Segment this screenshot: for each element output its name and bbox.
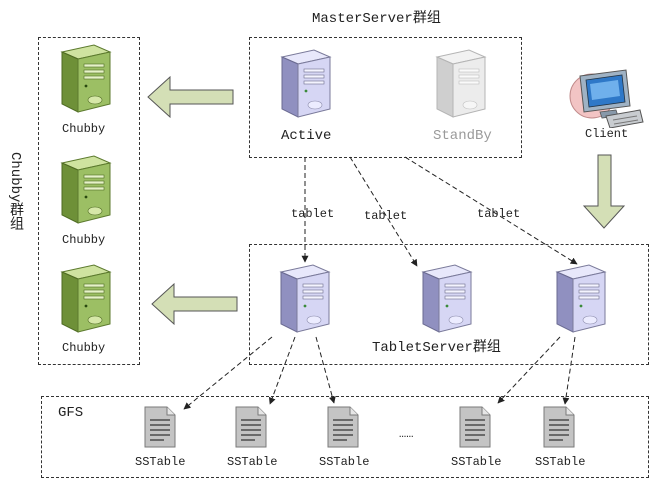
gfs-ellipsis: …… [399,427,414,441]
document-icon [142,405,178,449]
tablet-server-icon-3 [553,262,609,334]
tablet-server-icon-2 [419,262,475,334]
client-label: Client [585,127,629,141]
document-icon [541,405,577,449]
link-ts3-to-file-4 [497,336,561,404]
sstable-label-1: SSTable [135,455,186,469]
client-computer-icon [569,69,644,128]
master-group-box [249,37,522,158]
chubby-group-title: Chubby群组 [7,152,23,231]
chubby-server-icon [58,42,114,114]
chubby-node-label-2: Chubby [62,233,106,247]
standby-label: StandBy [433,128,492,144]
active-label: Active [281,128,332,144]
chubby-server-icon [58,262,114,334]
tablet-server-icon-1 [277,262,333,334]
document-icon [233,405,269,449]
chubby-server-icon [58,153,114,225]
chubby-node-label-1: Chubby [62,122,106,136]
block-arrow-down [582,154,626,229]
link-ts1-to-file-1 [183,336,273,410]
link-label-tablet-1: tablet [291,207,335,221]
master-group-title: MasterServer群组 [312,11,441,27]
document-icon [457,405,493,449]
gfs-box [41,396,649,478]
sstable-label-4: SSTable [451,455,502,469]
link-label-tablet-3: tablet [477,207,521,221]
document-icon [325,405,361,449]
sstable-label-5: SSTable [535,455,586,469]
link-ts3-to-file-5 [562,336,576,405]
standby-server-icon [433,47,489,119]
link-ts1-to-file-2 [268,336,296,405]
tablet-group-title: TabletServer群组 [372,340,501,356]
active-server-icon [278,47,334,119]
block-arrow-top [147,75,234,119]
tablet-group-box [249,244,649,365]
sstable-label-3: SSTable [319,455,370,469]
chubby-node-label-3: Chubby [62,341,106,355]
link-ts1-to-file-3 [315,336,336,404]
link-label-tablet-2: tablet [364,209,408,223]
link-active-to-tablet-3 [404,156,578,265]
link-active-to-tablet-2 [349,156,418,267]
sstable-label-2: SSTable [227,455,278,469]
block-arrow-bottom [151,282,238,326]
gfs-title: GFS [58,405,84,421]
chubby-group-box [38,37,140,365]
